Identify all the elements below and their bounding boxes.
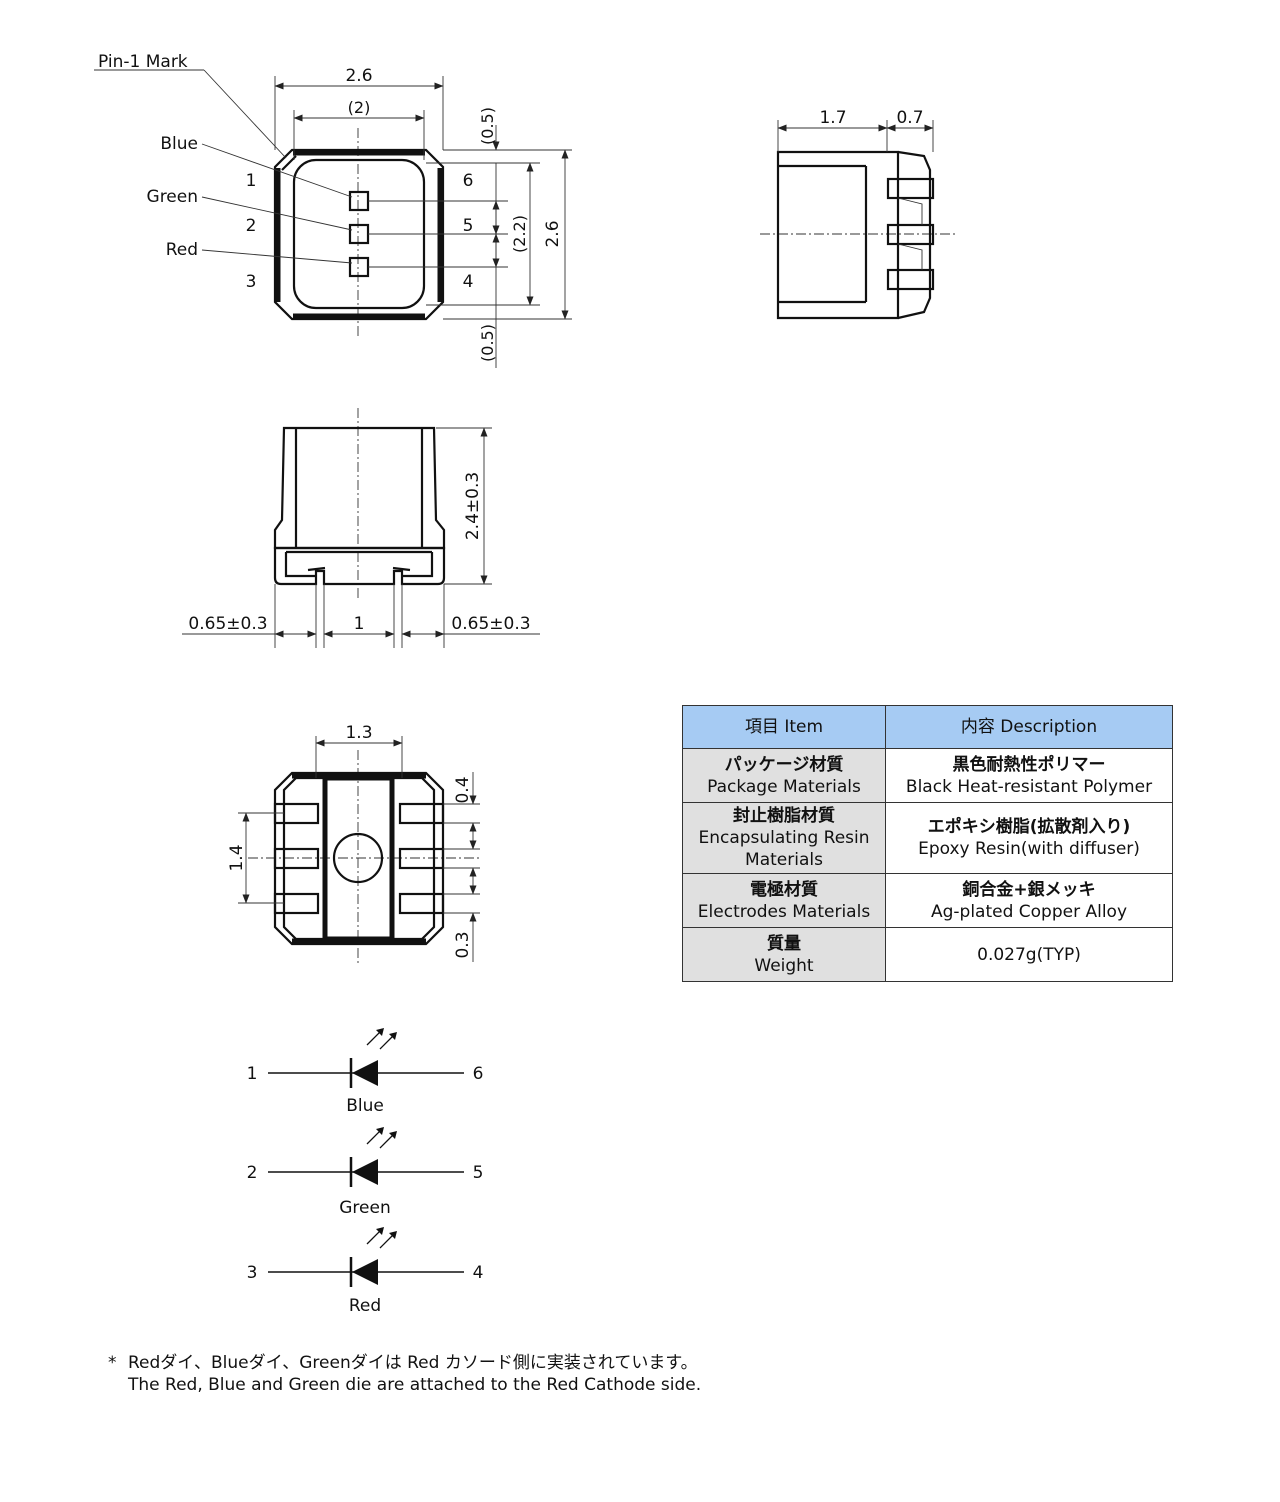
circuit-pin-left: 3 [247,1263,258,1283]
front-view-base [273,546,446,586]
circuit-pin-right: 5 [473,1163,484,1183]
light-arrowhead-icon [376,1227,384,1235]
bottom-view: 1.3 1.4 0.4 0.3 [227,723,480,965]
dim-top-width: 2.6 [345,66,372,86]
light-arrowhead-icon [376,1127,384,1135]
dim-top-gap: (0.5) [478,107,497,145]
pin-5: 5 [463,216,474,236]
circuit-pin-right: 4 [473,1263,484,1283]
bottom-view-outline [273,771,445,946]
die-blue [348,190,370,212]
footnote-line-en: The Red, Blue and Green die are attached… [128,1375,702,1395]
dim-bottom-pitch: 1.4 [227,844,247,871]
label-red: Red [166,240,198,260]
pin-6: 6 [463,171,474,191]
dim-top-inner: (2) [348,98,371,117]
dim-front-right: 0.65±0.3 [451,614,530,634]
label-green: Green [147,187,198,207]
item-en: Weight [754,955,814,976]
dim-bottom-top: 0.4 [453,776,473,803]
item-jp: 電極材質 [750,879,818,900]
header-description: 内容 Description [885,705,1173,749]
side-view-body [776,150,900,320]
dim-top-height: 2.6 [543,220,563,247]
footnote: * Redダイ、Blueダイ、Greenダイは Red カソード側に実装されてい… [108,1352,701,1396]
pin-4: 4 [463,272,474,292]
die-red [348,256,370,278]
center-pad [322,775,395,942]
light-arrowhead-icon [389,1231,397,1239]
diode-triangle-icon [352,1060,378,1086]
header-item: 項目 Item [682,705,886,749]
die-green [348,223,370,245]
dim-bottom-pad-span: 1.3 [345,723,372,743]
item-jp: 封止樹脂材質 [733,806,835,826]
top-view-outline [273,148,445,321]
diode-triangle-icon [352,1259,378,1285]
desc-en: 0.027g(TYP) [977,944,1081,965]
dim-front-height: 2.4±0.3 [463,472,483,540]
dim-front-left: 0.65±0.3 [188,614,267,634]
side-view: 1.7 0.7 [760,108,955,320]
dim-bottom-gap: (0.5) [478,324,497,362]
circuit-pin-left: 2 [247,1163,258,1183]
dim-front-center: 1 [354,614,365,634]
light-arrowhead-icon [389,1032,397,1040]
front-view: 2.4±0.3 0.65±0.3 1 0.65±0.3 [182,408,540,648]
desc-jp: エポキシ樹脂(拡散剤入り) [927,817,1131,837]
center-mark [332,832,384,884]
circuit-label: Green [339,1198,390,1218]
pin-3: 3 [246,272,257,292]
desc-en: Ag-plated Copper Alloy [930,901,1128,922]
table-header: 項目 Item 内容 Description [682,705,1173,749]
top-view: 2.6 (2) (0.5) (2.2) 2.6 (0.5) Pin-1 Mark… [94,52,572,368]
footnote-star: * [108,1353,117,1373]
label-blue: Blue [160,134,198,154]
light-arrowhead-icon [376,1028,384,1036]
front-view-lens [273,426,446,550]
circuit-pin-left: 1 [247,1064,258,1084]
pin-1: 1 [246,171,257,191]
footnote-line-jp: Redダイ、Blueダイ、Greenダイは Red カソード側に実装されています… [128,1353,698,1373]
item-en: Encapsulating Resin Materials [698,828,870,870]
diode-triangle-icon [352,1159,378,1185]
desc-en: Black Heat-resistant Polymer [905,776,1153,797]
item-en: Electrodes Materials [697,901,871,922]
circuit-pin-right: 6 [473,1064,484,1084]
light-arrowhead-icon [389,1131,397,1139]
dim-bottom-bottom: 0.3 [453,931,473,958]
item-jp: 質量 [767,933,801,954]
dim-side-lead: 0.7 [896,108,923,128]
desc-en: Epoxy Resin(with diffuser) [918,839,1140,859]
item-jp: パッケージ材質 [724,754,844,775]
circuit-label: Blue [346,1096,384,1116]
circuit-label: Red [349,1296,381,1316]
dim-inner-height: (2.2) [510,215,529,253]
desc-jp: 黒色耐熱性ポリマー [952,754,1106,775]
desc-jp: 銅合金+銀メッキ [962,879,1096,900]
pin1-mark-label: Pin-1 Mark [98,52,188,72]
item-en: Package Materials [707,776,861,797]
dim-side-body: 1.7 [819,108,846,128]
pin-2: 2 [246,216,257,236]
